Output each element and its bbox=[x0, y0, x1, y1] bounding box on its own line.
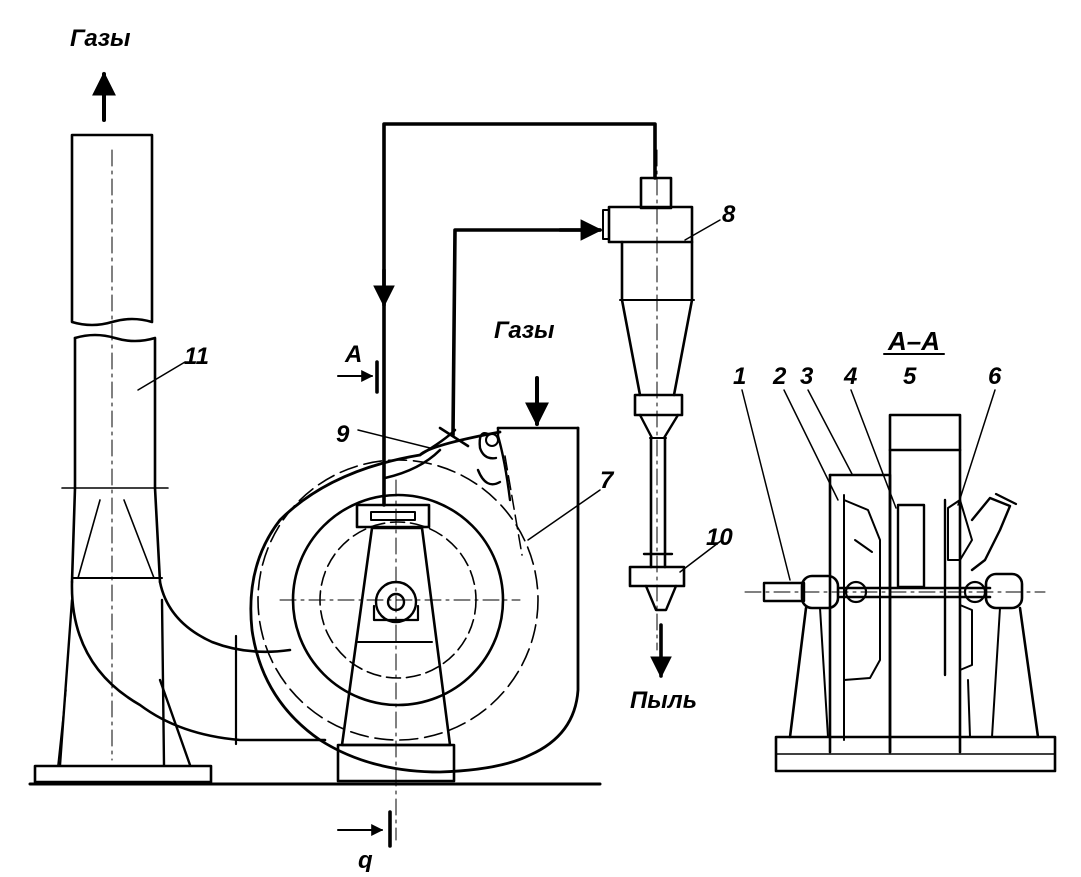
label-section-title: А–А bbox=[887, 326, 940, 356]
label-part-4: 4 bbox=[843, 363, 857, 390]
label-dust: Пыль bbox=[630, 687, 697, 714]
label-part-5: 5 bbox=[903, 363, 917, 390]
section-view-aa bbox=[741, 353, 1057, 773]
leader-lines bbox=[137, 219, 723, 573]
return-line bbox=[373, 122, 657, 507]
connecting-duct bbox=[70, 580, 327, 746]
label-part-11: 11 bbox=[184, 343, 209, 370]
label-part-8: 8 bbox=[722, 201, 736, 228]
label-part-3: 3 bbox=[800, 363, 814, 390]
label-part-2: 2 bbox=[772, 363, 787, 390]
label-part-6: 6 bbox=[988, 363, 1002, 390]
fan-housing-7 bbox=[249, 426, 580, 774]
label-section-a: А bbox=[344, 341, 362, 368]
pipe-9 bbox=[383, 219, 603, 480]
label-part-1: 1 bbox=[733, 363, 746, 390]
fan-pedestal bbox=[336, 479, 456, 841]
chimney-11 bbox=[33, 133, 213, 784]
label-part-7: 7 bbox=[600, 467, 615, 494]
label-section-q: q bbox=[358, 847, 373, 872]
label-part-10: 10 bbox=[706, 524, 733, 551]
cyclone-8 bbox=[602, 149, 695, 651]
label-part-9: 9 bbox=[336, 421, 350, 448]
label-gases-inlet: Газы bbox=[494, 317, 555, 344]
section-marker-a bbox=[337, 360, 379, 394]
label-gases-top: Газы bbox=[70, 25, 131, 52]
dust-hopper-10 bbox=[628, 565, 686, 679]
section-marker-q bbox=[337, 810, 392, 848]
